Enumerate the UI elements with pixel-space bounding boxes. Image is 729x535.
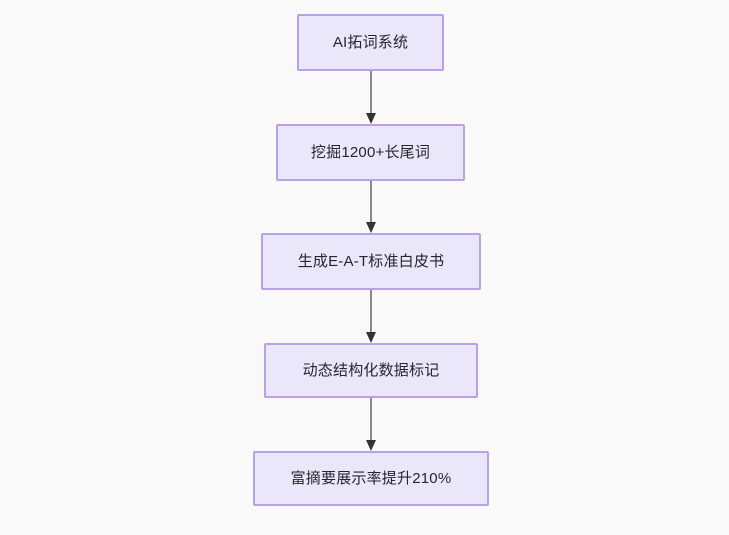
flow-edge-n0-n1	[363, 71, 379, 124]
flow-node-mine-longtail-keywords[interactable]: 挖掘1200+长尾词	[276, 124, 465, 181]
flow-edge-n2-n3	[363, 290, 379, 343]
flow-edge-n1-n2	[363, 181, 379, 233]
flow-node-generate-eat-whitepaper[interactable]: 生成E-A-T标准白皮书	[261, 233, 481, 290]
flow-node-rich-snippet-impression-uplift[interactable]: 富摘要展示率提升210%	[253, 451, 489, 506]
flow-node-label: 富摘要展示率提升210%	[290, 469, 452, 487]
flow-node-dynamic-structured-data-markup[interactable]: 动态结构化数据标记	[264, 343, 478, 398]
flow-node-ai-keyword-system[interactable]: AI拓词系统	[297, 14, 444, 71]
flow-node-label: 动态结构化数据标记	[302, 361, 440, 379]
flow-node-label: 挖掘1200+长尾词	[310, 143, 431, 161]
flow-node-label: 生成E-A-T标准白皮书	[297, 252, 445, 270]
flow-edge-n3-n4	[363, 398, 379, 451]
flow-node-label: AI拓词系统	[332, 33, 409, 51]
